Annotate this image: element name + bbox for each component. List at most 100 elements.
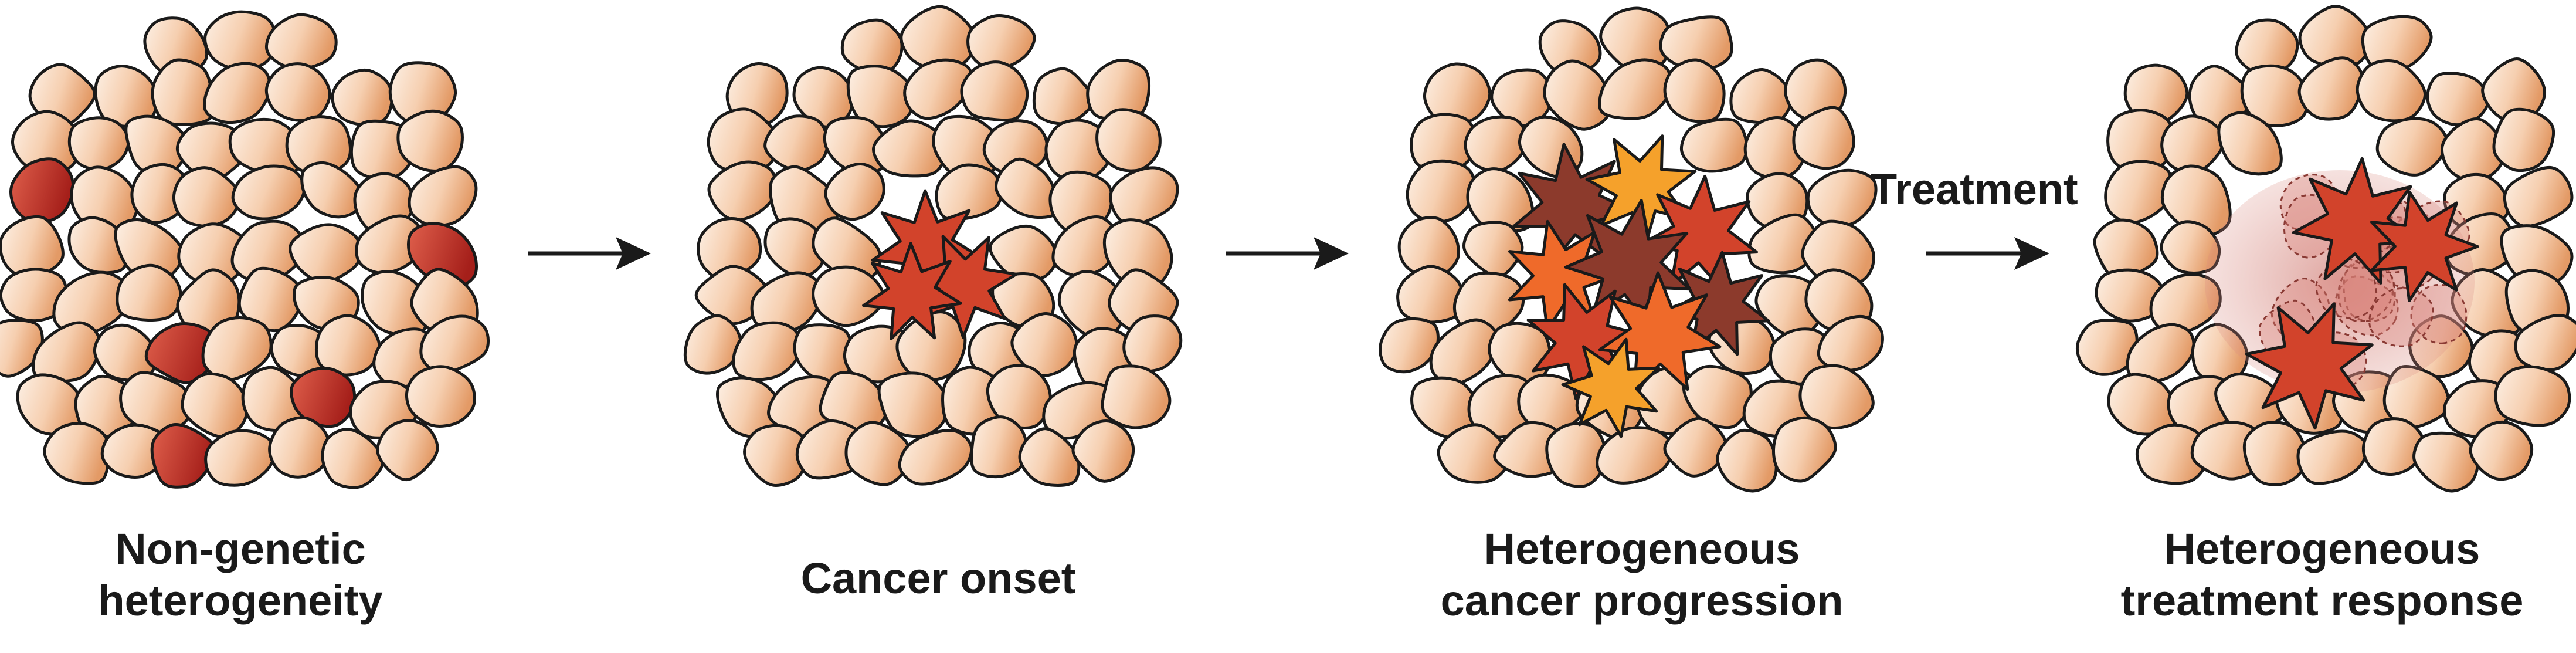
normal-cell [388, 61, 457, 127]
normal-cell [396, 109, 464, 172]
normal-cell [986, 364, 1052, 429]
normal-cell [844, 421, 911, 486]
normal-cell [970, 415, 1028, 479]
normal-cell [750, 271, 823, 335]
dying-cancer-cell [2368, 287, 2434, 347]
normal-cell [1437, 423, 1512, 484]
caption-line: treatment response [2120, 576, 2524, 625]
normal-cell [966, 14, 1036, 69]
normal-cell [1109, 166, 1179, 226]
normal-cell [898, 428, 973, 486]
normal-cell [2160, 114, 2226, 174]
normal-cell [1071, 419, 1135, 483]
normal-cell [177, 222, 252, 287]
normal-cell [2361, 15, 2433, 72]
normal-cell [1429, 318, 1499, 386]
normal-cell [960, 60, 1029, 122]
normal-cell [2217, 111, 2283, 176]
normal-cell [2469, 420, 2534, 481]
normal-cell [1798, 364, 1875, 430]
normal-cell [315, 314, 381, 377]
normal-cell [231, 164, 306, 221]
normal-cell [707, 160, 778, 222]
cancer-cell [2292, 157, 2421, 285]
normal-cell [1679, 117, 1748, 173]
normal-cell [419, 314, 490, 374]
normal-cell [2095, 268, 2167, 323]
caption-line: Heterogeneous [2164, 525, 2480, 573]
normal-cell [1716, 428, 1778, 493]
stage-arrow [1926, 237, 2049, 270]
normal-cell [2297, 56, 2364, 121]
normal-cell [1806, 168, 1878, 227]
cancer-cell [1598, 271, 1722, 393]
normal-cell [1101, 364, 1172, 429]
normal-cell [405, 365, 476, 428]
normal-cell [1406, 159, 1477, 224]
normal-cell [1663, 58, 1726, 123]
normal-cell [43, 421, 110, 485]
normal-cell [812, 265, 885, 327]
caption-line: Heterogeneous [1484, 525, 1800, 573]
normal-cell [1032, 67, 1095, 126]
normal-cell [1379, 317, 1440, 374]
caption-non-genetic-heterogeneity: Non-genetic heterogeneity [35, 523, 446, 627]
primed-cell [9, 157, 75, 225]
primed-cell [290, 367, 357, 428]
stage-arrow [1226, 237, 1349, 270]
normal-cell [331, 68, 393, 127]
normal-cell [732, 321, 803, 381]
normal-cell [2135, 423, 2210, 485]
normal-cell [2356, 59, 2427, 123]
normal-cell [1784, 58, 1847, 123]
normal-cell [2426, 72, 2490, 127]
normal-cell [203, 62, 271, 124]
normal-cell [995, 157, 1060, 219]
tissue-cluster-non-genetic [0, 10, 490, 489]
normal-cell [1396, 265, 1465, 324]
normal-cell [1729, 67, 1793, 124]
normal-cell [2492, 107, 2555, 172]
normal-cell [2503, 165, 2574, 228]
caption-line: Non-genetic [115, 525, 366, 573]
normal-cell [264, 62, 331, 122]
normal-cell [265, 13, 338, 70]
normal-cell [204, 429, 276, 487]
normal-cell [1545, 422, 1607, 488]
normal-cell [151, 58, 215, 126]
normal-cell [201, 316, 273, 382]
normal-cell [268, 416, 331, 479]
dying-cancer-cell [2410, 283, 2468, 344]
tissue-cluster-response [2076, 5, 2576, 493]
normal-cell [2382, 365, 2451, 429]
normal-cell [743, 424, 808, 487]
normal-cell [1095, 108, 1162, 172]
primed-cell [150, 423, 216, 489]
normal-cell [67, 116, 130, 171]
normal-cell [289, 223, 362, 284]
cancer-cell [1561, 337, 1660, 438]
normal-cell [763, 114, 829, 172]
tissue-cluster-progression [1379, 6, 1884, 493]
normal-cell [376, 419, 439, 482]
normal-cell [1462, 221, 1524, 279]
cancer-cell [2370, 190, 2479, 303]
normal-cell [1464, 115, 1529, 173]
normal-cell [1010, 312, 1078, 377]
normal-cell [237, 266, 303, 333]
cancer-cell [1512, 143, 1634, 265]
cancer-cell [862, 242, 962, 340]
normal-cell [2242, 421, 2307, 486]
normal-cell [1792, 106, 1855, 170]
normal-cell [203, 10, 279, 72]
normal-cell [300, 161, 363, 219]
normal-cell [172, 166, 242, 228]
normal-cell [1817, 314, 1884, 372]
normal-cell [2375, 117, 2449, 177]
normal-cell [285, 115, 352, 177]
normal-cell [1086, 58, 1151, 121]
tissue-cluster-onset [683, 5, 1183, 487]
caption-line: heterogeneity [98, 576, 383, 625]
normal-cell [1423, 62, 1492, 126]
